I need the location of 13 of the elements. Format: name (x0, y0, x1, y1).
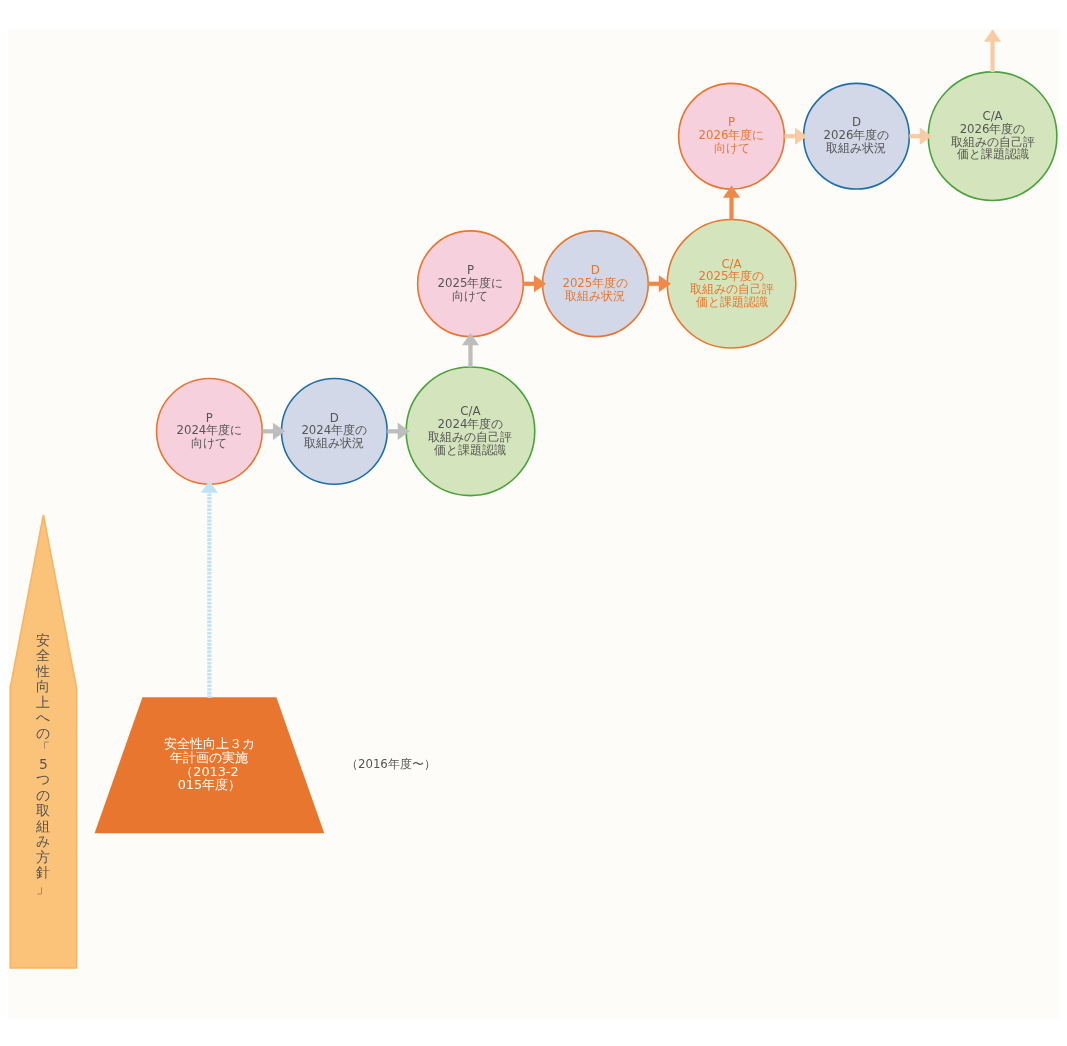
arrow (461, 332, 480, 367)
node-circle: D 2026年度の取組み状況 (802, 82, 911, 190)
node-circle: D 2024年度の取組み状況 (280, 377, 388, 485)
node-circle: P 2025年度に向けて (416, 229, 525, 337)
label: （2016年度〜） (345, 756, 436, 771)
node-circle: P 2024年度に向けて (155, 377, 264, 485)
node-circle: D 2025年度の取組み状況 (541, 229, 650, 337)
node-circle: C/A 2024年度の取組みの自己評価と課題認識 (405, 365, 536, 496)
arrow (200, 480, 218, 698)
arrow (722, 184, 741, 219)
node-circle: C/A 2025年度の取組みの自己評価と課題認識 (666, 218, 797, 349)
node-circle: C/A 2026年度の取組みの自己評価と課題認識 (927, 70, 1058, 201)
node-circle: P 2026年度に向けて (677, 82, 786, 190)
